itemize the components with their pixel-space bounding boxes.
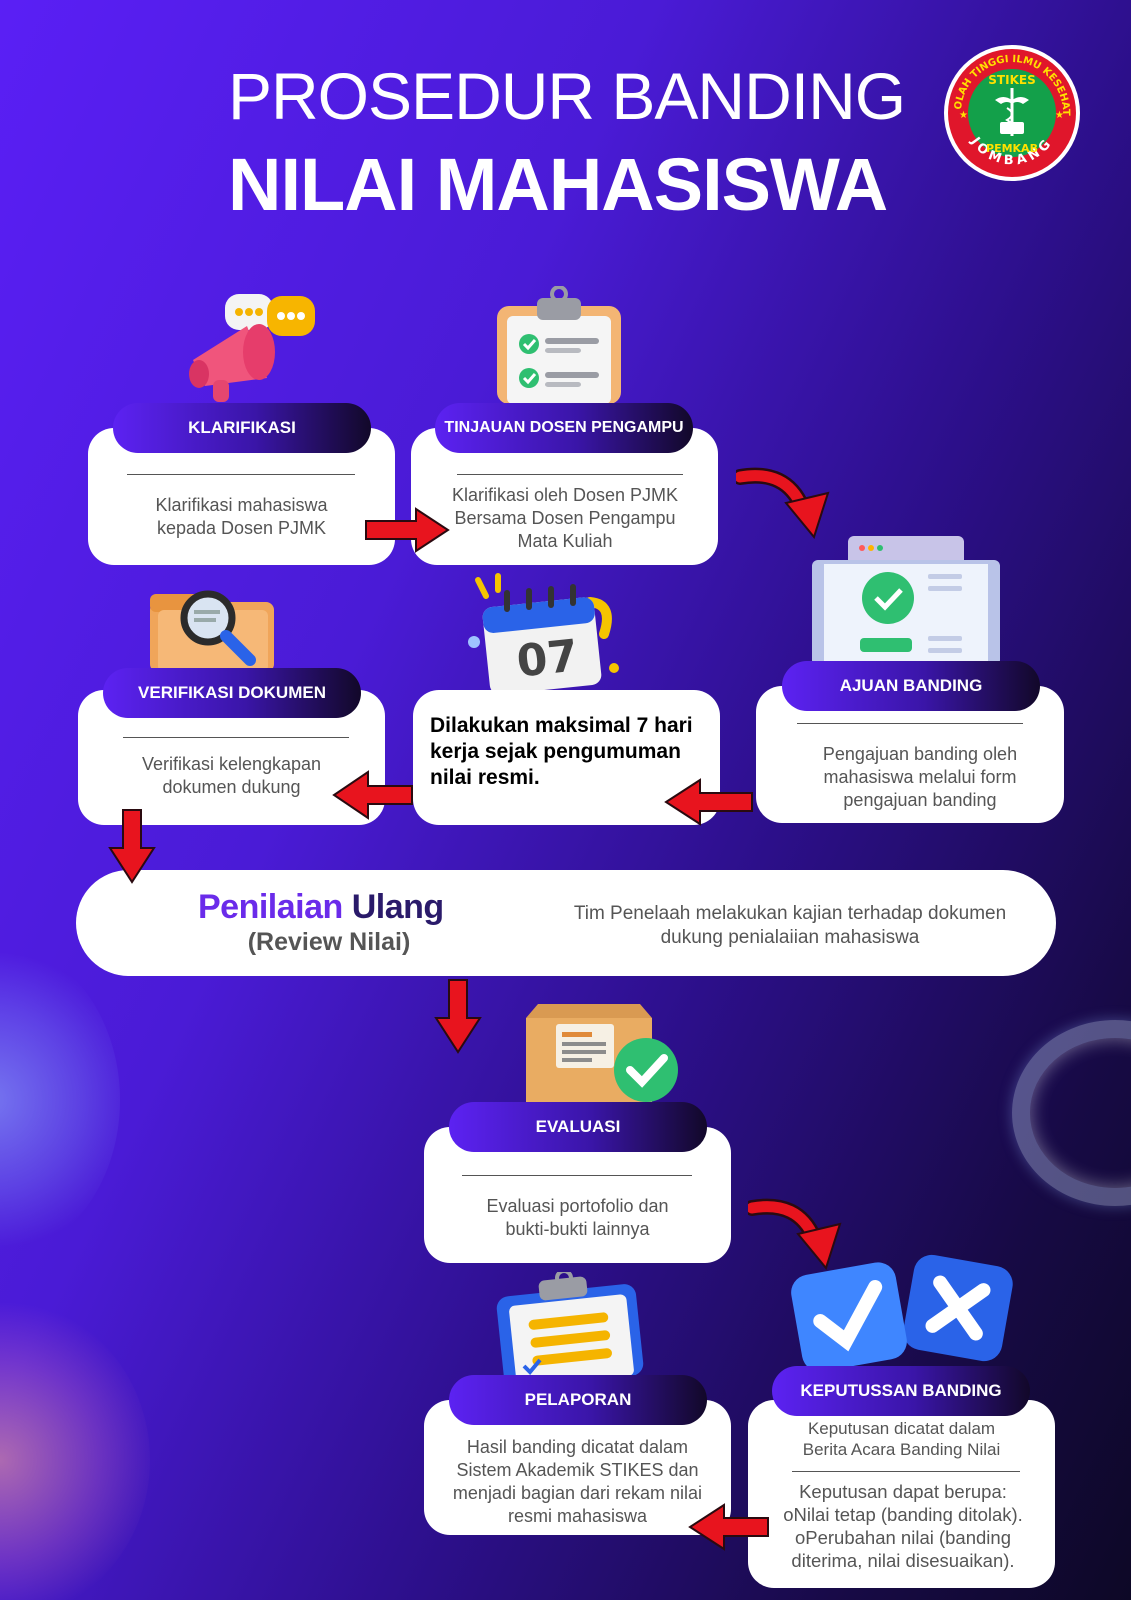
pill-keputusan: KEPUTUSSAN BANDING: [772, 1366, 1030, 1416]
stikes-logo: SEKOLAH TINGGI ILMU KESEHATAN JOMBANG ST…: [943, 44, 1080, 181]
arrow-down-icon: [108, 809, 156, 884]
divider: [457, 474, 683, 475]
pill-tinjauan: TINJAUAN DOSEN PENGAMPU: [435, 403, 693, 453]
approved-document-window-icon: [812, 536, 1000, 666]
check-cross-icon: [791, 1254, 1013, 1366]
divider: [462, 1175, 692, 1176]
arrow-left-icon: [688, 1503, 769, 1551]
arrow-left-icon: [664, 778, 753, 826]
card-keputusan: [748, 1400, 1055, 1588]
divider: [123, 737, 349, 738]
card-review: [76, 870, 1056, 976]
clipboard-list-icon: [496, 1272, 644, 1376]
review-title: Penilaian Ulang: [198, 888, 444, 926]
arrow-left-icon: [332, 770, 413, 820]
calendar-icon: 07: [468, 573, 619, 690]
page-title-line2: NILAI MAHASISWA: [228, 143, 888, 226]
calendar-number: 07: [514, 630, 580, 687]
review-subtitle: (Review Nilai): [247, 928, 411, 956]
review-description: Tim Penelaah melakukan kajian terhadap d…: [573, 903, 1007, 948]
pill-ajuan: AJUAN BANDING: [782, 661, 1040, 711]
pill-pelaporan: PELAPORAN: [449, 1375, 707, 1425]
megaphone-icon: [189, 294, 315, 402]
glass-ring-decoration: [1012, 1020, 1131, 1206]
pill-verifikasi: VERIFIKASI DOKUMEN: [103, 668, 361, 718]
divider: [797, 723, 1023, 724]
background-glow-blue: [0, 940, 120, 1260]
divider: [792, 1471, 1020, 1472]
logo-middle-text: PEMKAB: [986, 142, 1038, 155]
arrow-right-icon: [365, 507, 450, 553]
box-check-icon: [526, 1004, 678, 1104]
arrow-down-icon: [434, 979, 482, 1054]
page-title-line1: PROSEDUR BANDING: [228, 59, 906, 133]
background-glow-pink: [0, 1300, 150, 1600]
arrow-curve-down-icon: [736, 467, 830, 539]
arrow-curve-down-icon: [748, 1198, 842, 1270]
pill-evaluasi: EVALUASI: [449, 1102, 707, 1152]
text-keputusan-bottom: Keputusan dapat berupa:oNilai tetap (ban…: [783, 1481, 1023, 1571]
folder-magnifier-icon: [150, 590, 274, 672]
logo-top-text: STIKES: [988, 73, 1035, 87]
divider: [127, 474, 355, 475]
pill-klarifikasi: KLARIFIKASI: [113, 403, 371, 453]
svg-text:★: ★: [959, 110, 968, 121]
svg-text:★: ★: [1055, 110, 1064, 121]
clipboard-checklist-icon: [497, 286, 621, 404]
